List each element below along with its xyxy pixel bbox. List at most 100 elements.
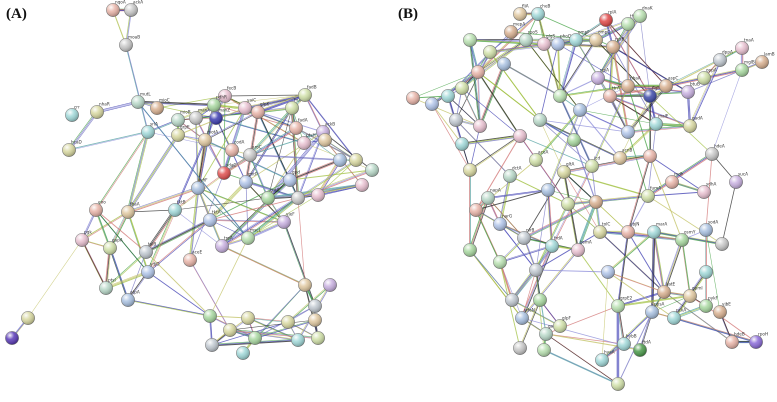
protein-node — [533, 293, 547, 307]
protein-node: crr — [65, 105, 80, 122]
interaction-edge — [470, 136, 521, 171]
protein-node-highlight — [513, 129, 527, 143]
interaction-edge — [145, 209, 176, 253]
interaction-edge — [559, 85, 628, 96]
interaction-edge — [478, 14, 539, 73]
protein-node — [236, 346, 250, 360]
interaction-edge — [284, 222, 317, 307]
protein-node-highlight — [90, 105, 104, 119]
interaction-edge — [628, 126, 691, 134]
interaction-edge — [580, 110, 629, 133]
protein-node-highlight — [483, 45, 497, 59]
protein-node-label: rcsA — [600, 68, 609, 73]
interaction-edge — [475, 209, 501, 263]
protein-node-label: malE — [658, 114, 669, 119]
protein-node-highlight — [493, 217, 507, 231]
protein-node — [308, 313, 322, 327]
interaction-edge — [208, 180, 246, 220]
protein-node — [21, 311, 35, 325]
interaction-edge — [198, 188, 250, 240]
interaction-edge — [647, 191, 705, 197]
interaction-edge — [128, 188, 199, 214]
interaction-edge — [96, 210, 150, 273]
protein-node: acnB — [613, 148, 633, 165]
interaction-edge — [128, 135, 180, 214]
protein-node-highlight — [517, 231, 531, 245]
interaction-edge — [210, 182, 248, 222]
protein-node: pdhR — [207, 95, 227, 112]
interaction-edge — [289, 158, 340, 180]
interaction-edge — [174, 139, 205, 210]
protein-node — [473, 119, 487, 133]
protein-node-label: codA — [234, 140, 245, 145]
protein-node: fruA — [285, 98, 303, 115]
interaction-edge — [431, 103, 463, 145]
interaction-edge — [469, 39, 481, 127]
protein-node-highlight — [75, 233, 89, 247]
protein-node-highlight — [621, 17, 635, 31]
protein-node-highlight — [308, 313, 322, 327]
protein-node: katE — [657, 282, 676, 299]
protein-node: talB — [139, 242, 156, 259]
interaction-edge — [522, 250, 579, 319]
interaction-edge — [108, 247, 128, 300]
interaction-edge — [267, 131, 324, 199]
interaction-edge — [711, 69, 743, 155]
interaction-edge — [607, 271, 675, 319]
protein-node — [537, 343, 551, 357]
protein-node: cheB — [531, 4, 551, 21]
protein-node: aceE — [183, 250, 202, 267]
protein-node-label: nhaA — [630, 76, 641, 81]
protein-node: tolC — [593, 222, 610, 239]
interaction-edge — [69, 132, 149, 151]
protein-node-highlight — [141, 125, 155, 139]
interaction-edge — [145, 251, 211, 317]
interaction-edge — [96, 132, 149, 211]
interaction-edge — [282, 221, 315, 306]
interaction-edge — [244, 93, 305, 108]
protein-node-highlight — [349, 153, 363, 167]
protein-node-label: pdhR — [216, 95, 227, 100]
protein-node-highlight — [469, 203, 483, 217]
protein-node — [455, 137, 469, 151]
interaction-edge — [298, 185, 363, 200]
protein-node-label: mepA — [513, 22, 525, 27]
protein-node — [573, 103, 587, 117]
protein-node-highlight — [183, 253, 197, 267]
protein-node-label: glgS — [546, 34, 555, 39]
interaction-edge — [523, 171, 565, 239]
protein-node: galP — [539, 324, 557, 341]
protein-node-label: narG — [502, 214, 512, 219]
interaction-edge — [268, 132, 325, 200]
protein-node-highlight — [239, 175, 253, 189]
protein-node-label: gltA — [566, 162, 574, 167]
interaction-edge — [138, 102, 249, 239]
protein-node: ttdA — [633, 340, 651, 357]
protein-node — [298, 278, 312, 292]
protein-node-label: rplA — [608, 10, 617, 15]
protein-node: btuB — [681, 82, 700, 99]
protein-node-highlight — [599, 13, 613, 27]
protein-node: codA — [225, 140, 245, 157]
interaction-edge — [499, 175, 511, 225]
protein-node-label: pykF — [708, 296, 719, 301]
interaction-edge — [579, 109, 628, 132]
protein-node-highlight — [205, 338, 219, 352]
interaction-edge — [627, 85, 688, 92]
interaction-edge — [647, 195, 723, 245]
protein-node-highlight — [595, 353, 609, 367]
protein-node — [469, 203, 483, 217]
protein-node-label: katE — [666, 282, 676, 287]
protein-node-highlight — [171, 128, 185, 142]
protein-node: rcsA — [591, 68, 609, 85]
protein-node: aceA — [529, 150, 548, 167]
interaction-edge — [478, 72, 522, 138]
protein-node-label: sodA — [708, 220, 718, 225]
protein-node: yjeF — [277, 212, 295, 229]
protein-node — [463, 243, 477, 257]
protein-node: hdeA — [705, 144, 725, 161]
interaction-edge — [611, 46, 628, 132]
protein-node — [513, 341, 527, 355]
interaction-edge — [126, 131, 148, 212]
